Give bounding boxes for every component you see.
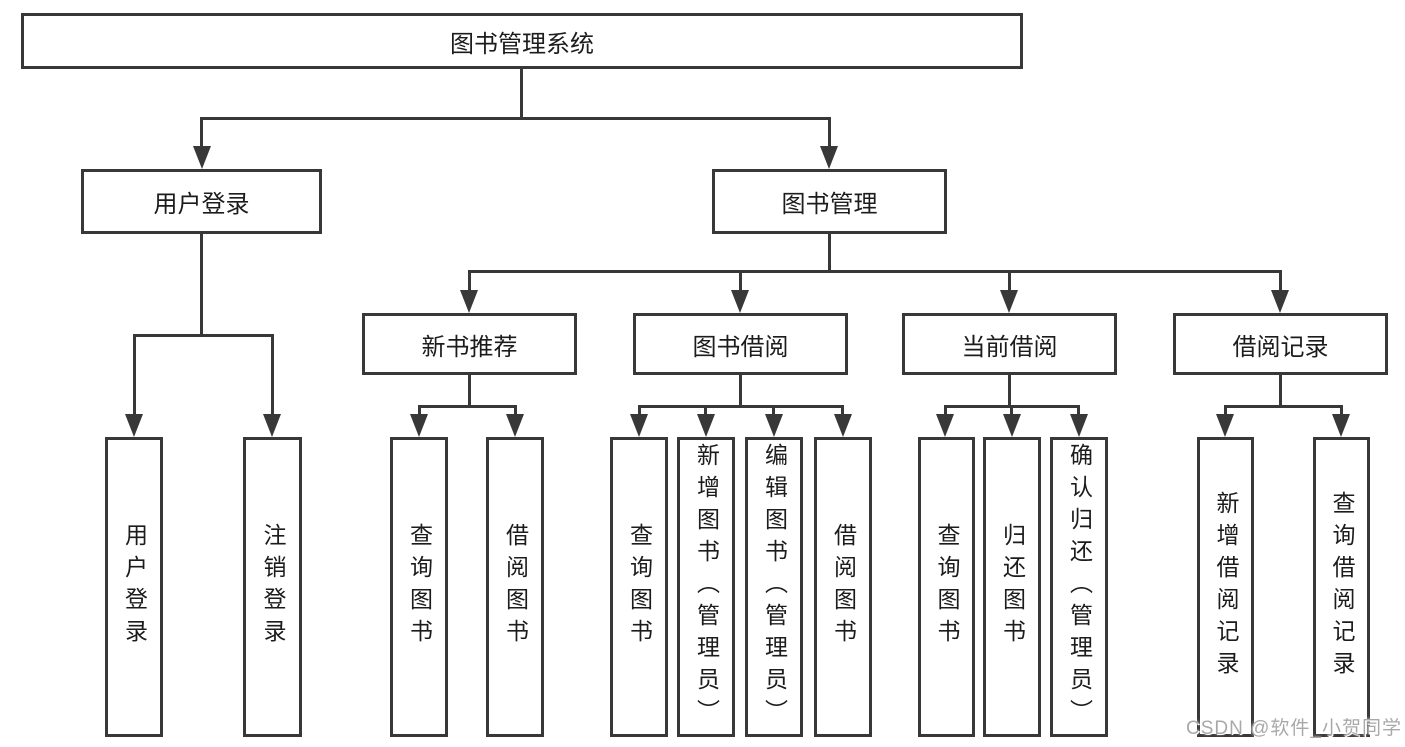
connector-recommend-rail	[418, 405, 516, 408]
leaf-borrow-books-borrow: 借阅图书	[814, 437, 872, 737]
arrow-down-icon	[697, 414, 715, 437]
arrow-down-icon	[460, 290, 478, 313]
connector-line	[200, 117, 203, 148]
leaf-query-books-borrow-label: 查询图书	[626, 523, 653, 651]
leaf-borrow-books-recommend: 借阅图书	[486, 437, 544, 737]
connector-line	[1077, 405, 1080, 416]
arrow-down-icon	[410, 414, 428, 437]
leaf-borrow-books-recommend-label: 借阅图书	[502, 523, 529, 651]
node-user-login: 用户登录	[81, 169, 322, 234]
connector-line	[638, 405, 641, 416]
leaf-return-books: 归还图书	[983, 437, 1041, 737]
node-user-login-label: 用户登录	[153, 191, 250, 218]
connector-borrow-rail	[638, 405, 844, 408]
connector-current-stem	[1008, 375, 1011, 408]
connector-level2-rail	[200, 117, 831, 120]
connector-line	[133, 334, 136, 416]
node-current-borrow: 当前借阅	[902, 313, 1117, 375]
connector-line	[704, 405, 707, 416]
connector-recommend-stem	[468, 375, 471, 408]
connector-line	[944, 405, 947, 416]
connector-user-login-rail	[133, 334, 274, 337]
connector-level3-rail	[468, 270, 1282, 273]
leaf-query-books-recommend: 查询图书	[390, 437, 448, 737]
node-book-management-label: 图书管理	[781, 191, 878, 218]
connector-line	[1224, 405, 1227, 416]
node-root: 图书管理系统	[21, 13, 1023, 69]
connector-line	[418, 405, 421, 416]
connector-line	[468, 270, 471, 292]
leaf-query-books-current-label: 查询图书	[934, 523, 960, 651]
leaf-query-books-borrow: 查询图书	[610, 437, 668, 737]
arrow-down-icon	[263, 414, 281, 437]
node-book-borrow: 图书借阅	[633, 313, 848, 375]
leaf-confirm-return-admin: 确认归还（管理员）	[1050, 437, 1108, 737]
arrow-down-icon	[1271, 290, 1289, 313]
arrow-down-icon	[731, 290, 749, 313]
leaf-query-borrow-record-label: 查询借阅记录	[1329, 491, 1355, 683]
leaf-query-borrow-record: 查询借阅记录	[1313, 437, 1370, 737]
arrow-down-icon	[1070, 414, 1088, 437]
arrow-down-icon	[1216, 414, 1234, 437]
leaf-logout: 注销登录	[243, 437, 302, 737]
node-book-management: 图书管理	[712, 169, 947, 234]
connector-line	[1279, 270, 1282, 292]
arrow-down-icon	[1332, 414, 1350, 437]
leaf-return-books-label: 归还图书	[999, 523, 1026, 651]
connector-line	[271, 334, 274, 416]
connector-line	[772, 405, 775, 416]
leaf-add-book-admin-label: 新增图书（管理员）	[693, 443, 720, 731]
node-book-borrow-label: 图书借阅	[692, 333, 789, 361]
connector-line	[739, 270, 742, 292]
leaf-logout-label: 注销登录	[260, 523, 286, 651]
connector-root-stem	[520, 69, 523, 119]
arrow-down-icon	[820, 146, 838, 169]
leaf-add-borrow-record-label: 新增借阅记录	[1213, 491, 1239, 683]
leaf-confirm-return-admin-label: 确认归还（管理员）	[1066, 443, 1093, 731]
connector-records-rail	[1224, 405, 1342, 408]
arrow-down-icon	[834, 414, 852, 437]
node-new-book-recommend: 新书推荐	[362, 313, 577, 375]
leaf-edit-book-admin: 编辑图书（管理员）	[745, 437, 803, 737]
connector-line	[1340, 405, 1343, 416]
arrow-down-icon	[1000, 290, 1018, 313]
arrow-down-icon	[1003, 414, 1021, 437]
connector-line	[1008, 270, 1011, 292]
node-current-borrow-label: 当前借阅	[961, 333, 1058, 361]
leaf-add-book-admin: 新增图书（管理员）	[677, 437, 735, 737]
arrow-down-icon	[630, 414, 648, 437]
connector-line	[828, 117, 831, 148]
connector-records-stem	[1279, 375, 1282, 408]
watermark: CSDN @软件_小贺同学	[1186, 718, 1402, 739]
connector-book-management-stem	[828, 234, 831, 273]
leaf-borrow-books-borrow-label: 借阅图书	[830, 523, 857, 651]
arrow-down-icon	[193, 146, 211, 169]
connector-line	[841, 405, 844, 416]
connector-line	[1010, 405, 1013, 416]
leaf-edit-book-admin-label: 编辑图书（管理员）	[761, 443, 788, 731]
leaf-query-books-recommend-label: 查询图书	[406, 523, 433, 651]
leaf-user-login-label: 用户登录	[121, 523, 148, 651]
connector-user-login-stem	[200, 234, 203, 336]
node-new-book-recommend-label: 新书推荐	[421, 333, 518, 361]
node-borrow-records: 借阅记录	[1173, 313, 1388, 375]
arrow-down-icon	[506, 414, 524, 437]
leaf-add-borrow-record: 新增借阅记录	[1197, 437, 1254, 737]
node-root-label: 图书管理系统	[450, 30, 594, 58]
node-borrow-records-label: 借阅记录	[1232, 333, 1329, 361]
connector-borrow-stem	[739, 375, 742, 408]
arrow-down-icon	[936, 414, 954, 437]
arrow-down-icon	[125, 414, 143, 437]
connector-line	[514, 405, 517, 416]
leaf-query-books-current: 查询图书	[918, 437, 975, 737]
leaf-user-login: 用户登录	[105, 437, 163, 737]
arrow-down-icon	[765, 414, 783, 437]
